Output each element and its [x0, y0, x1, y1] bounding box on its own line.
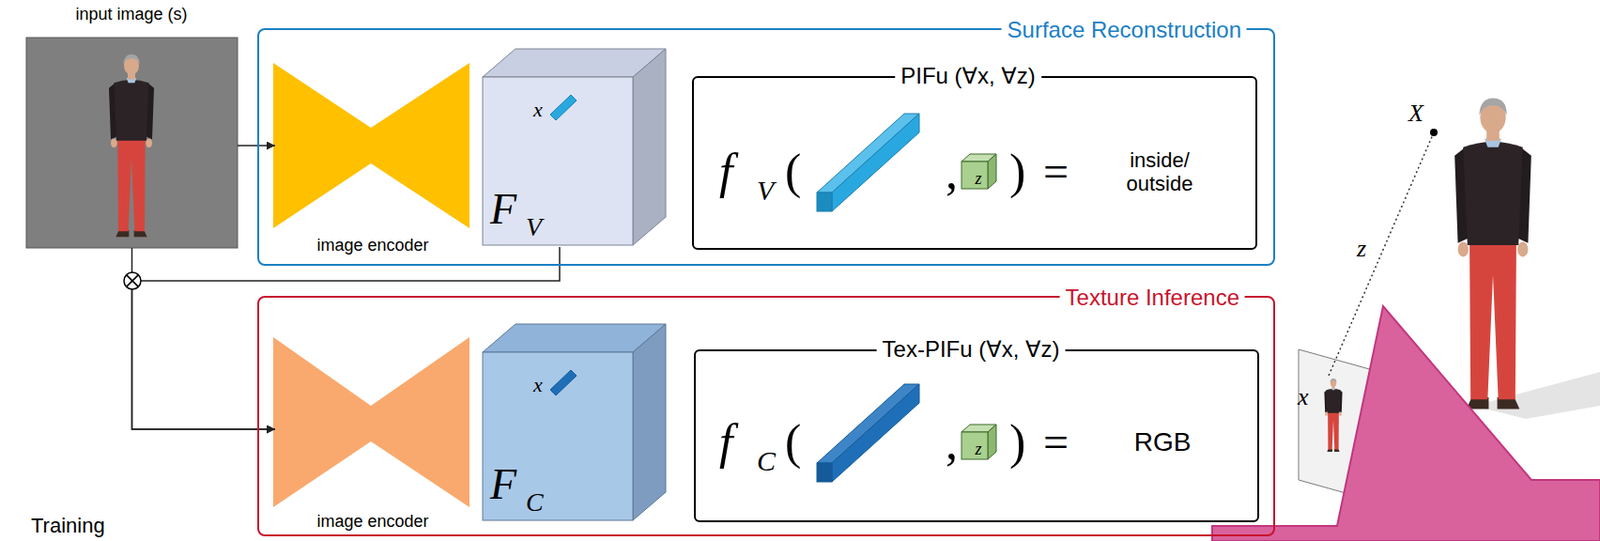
pifu-function-box: PIFu (∀x, ∀z)fV(,)=inside/ outsidez: [692, 76, 1258, 250]
depth-symbol: z: [974, 169, 982, 187]
feature-bar: [550, 94, 577, 121]
encoder-label: image encoder: [316, 236, 429, 254]
output-label: RGB: [1134, 429, 1192, 456]
feature-bar: [831, 384, 920, 482]
depth-cube: z: [963, 156, 1001, 195]
overlay-shape: [1212, 306, 1600, 541]
math-symbol: ,: [945, 147, 958, 197]
function-symbol: f: [719, 147, 733, 197]
feature-symbol: F: [490, 187, 517, 231]
input-image: [26, 37, 238, 248]
encoder-shape: [273, 62, 470, 229]
math-symbol: =: [1043, 149, 1069, 195]
feature-bar: [816, 384, 920, 463]
multiply-symbol: [126, 275, 139, 288]
shadow: [1474, 371, 1600, 419]
cube-side: [987, 424, 997, 460]
texture-inference-box: Texture Inferenceimage encoderxFCTex-PIF…: [257, 295, 1276, 537]
cube-side: [632, 323, 666, 521]
person-figure: [1454, 98, 1532, 410]
feature-symbol: F: [490, 462, 517, 507]
section-title: Surface Reconstruction: [1001, 18, 1247, 42]
math-symbol: =: [1043, 419, 1069, 465]
cube-side: [987, 153, 997, 189]
function-symbol: f: [719, 417, 733, 467]
point-marker: [1430, 128, 1438, 137]
multiply-symbol: [123, 272, 141, 290]
subscript: C: [525, 489, 544, 516]
distance-label: z: [1356, 236, 1367, 262]
math-symbol: ): [1009, 417, 1026, 467]
connector-arrow: [132, 247, 277, 430]
math-symbol: (: [784, 417, 801, 467]
math-symbol: ): [1009, 147, 1026, 197]
encoder-label: image encoder: [316, 512, 429, 530]
panel-heading: input image (s): [75, 5, 187, 23]
feature-bar: [816, 192, 832, 212]
image-encoder: image encoder: [275, 64, 472, 256]
point-label: X: [1408, 101, 1424, 126]
subscript: V: [756, 176, 774, 205]
connector-arrow: [132, 246, 561, 430]
multiply-symbol: [126, 275, 139, 288]
encoder-shape: [273, 337, 470, 508]
cube-front: [482, 76, 633, 246]
cube-side: [632, 48, 666, 246]
output-label: inside/ outside: [1107, 148, 1212, 197]
pixel-symbol: x: [533, 99, 543, 121]
cube-front: [961, 161, 988, 189]
caption-label: Training: [30, 515, 106, 537]
tex-pifu-function-box: Tex-PIFu (∀x, ∀z)fC(,)=RGBz: [693, 349, 1260, 523]
section-title: Texture Inference: [1060, 286, 1246, 309]
cube-front: [961, 431, 988, 460]
depth-symbol: z: [974, 440, 982, 458]
feature-volume: xFV: [484, 50, 668, 247]
input-image-panel: input image (s): [26, 37, 238, 248]
feature-bar: [831, 113, 920, 212]
subscript: C: [756, 446, 776, 476]
person-projection: [1323, 378, 1342, 452]
depth-cube: z: [963, 427, 1001, 465]
person-figure: [108, 54, 154, 238]
cube-front: [482, 352, 633, 521]
feature-bar: [816, 462, 832, 482]
feature-volume: xFC: [484, 325, 668, 523]
function-title: PIFu (∀x, ∀z): [894, 64, 1042, 88]
math-symbol: (: [784, 147, 801, 197]
pixel-symbol: x: [533, 374, 543, 396]
feature-bar: [816, 113, 920, 193]
image-encoder: image encoder: [275, 338, 472, 532]
point-label: x: [1297, 384, 1309, 410]
function-title: Tex-PIFu (∀x, ∀z): [876, 338, 1066, 361]
subscript: V: [525, 214, 542, 241]
math-symbol: ,: [945, 417, 958, 467]
surface-reconstruction-box: Surface Reconstructionimage encoderxFVPI…: [257, 28, 1276, 266]
feature-bar: [550, 369, 577, 396]
connector-arrow: [237, 144, 276, 147]
